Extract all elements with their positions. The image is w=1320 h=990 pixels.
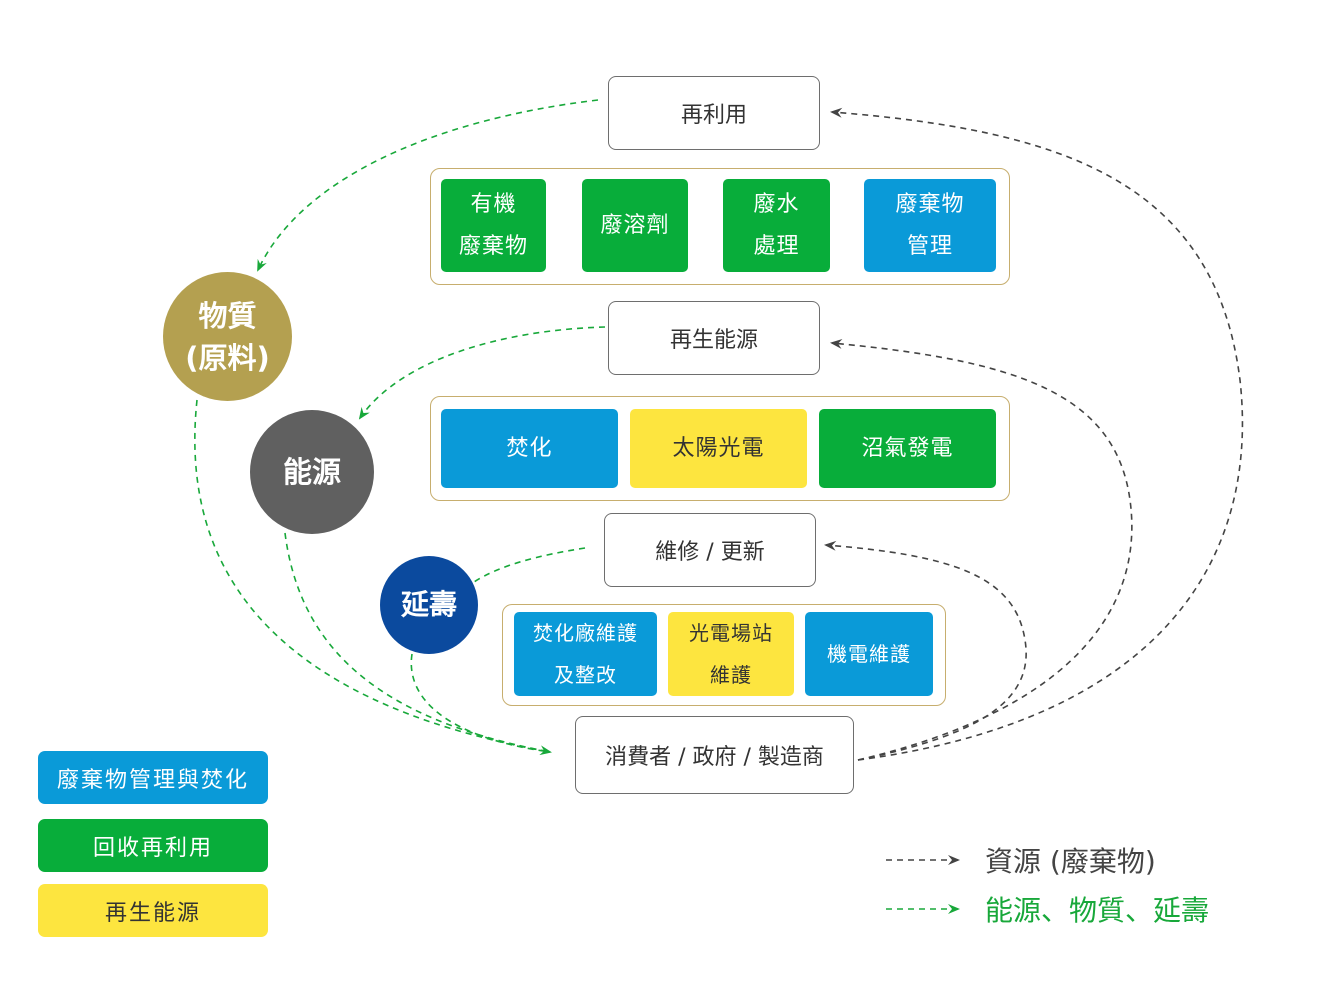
repair-stage-box: 維修 / 更新 [604,513,816,587]
solar-power-tile: 太陽光電 [630,409,807,488]
legend-resource-label: 資源 (廢棄物) [985,845,1156,878]
flow-arrow-extension-to-consumers [410,653,551,753]
solar-station-maintenance-tile: 光電場站 維護 [668,612,794,696]
legend-flow-label: 能源、物質、延壽 [985,894,1210,927]
reuse-stage-box: 再利用 [608,76,820,150]
waste-management-tile: 廢棄物 管理 [864,179,996,272]
consumers-stage-box: 消費者 / 政府 / 製造商 [575,716,854,794]
extension-circle: 延壽 [380,556,478,654]
incineration-tile: 焚化 [441,409,618,488]
flow-arrow-repair-to-extension [473,547,586,583]
electromechanical-maintenance-tile: 機電維護 [805,612,933,696]
resource-arrow-to-reuse [830,107,1244,761]
flow-arrow-reuse-to-material [257,99,599,272]
incinerator-maintenance-tile: 焚化廠維護 及整改 [514,612,657,696]
energy-circle: 能源 [250,410,374,534]
resource-arrow-to-renewable [830,338,1133,761]
organic-waste-tile: 有機 廢棄物 [441,179,546,272]
material-circle: 物質 (原料) [163,272,292,401]
legend-renewable: 再生能源 [38,884,268,937]
legend-recycling: 回收再利用 [38,819,268,872]
wastewater-tile: 廢水 處理 [723,179,830,272]
renewable-stage-box: 再生能源 [608,301,820,375]
waste-solvent-tile: 廢溶劑 [582,179,688,272]
biogas-power-tile: 沼氣發電 [819,409,996,488]
flow-arrow-renewable-to-energy [358,326,606,420]
resource-arrow-to-repair [824,540,1027,761]
flow-arrow-material-to-consumers [194,399,552,756]
legend-waste-incineration: 廢棄物管理與焚化 [38,751,268,804]
flow-arrow-energy-to-consumers [284,532,551,753]
